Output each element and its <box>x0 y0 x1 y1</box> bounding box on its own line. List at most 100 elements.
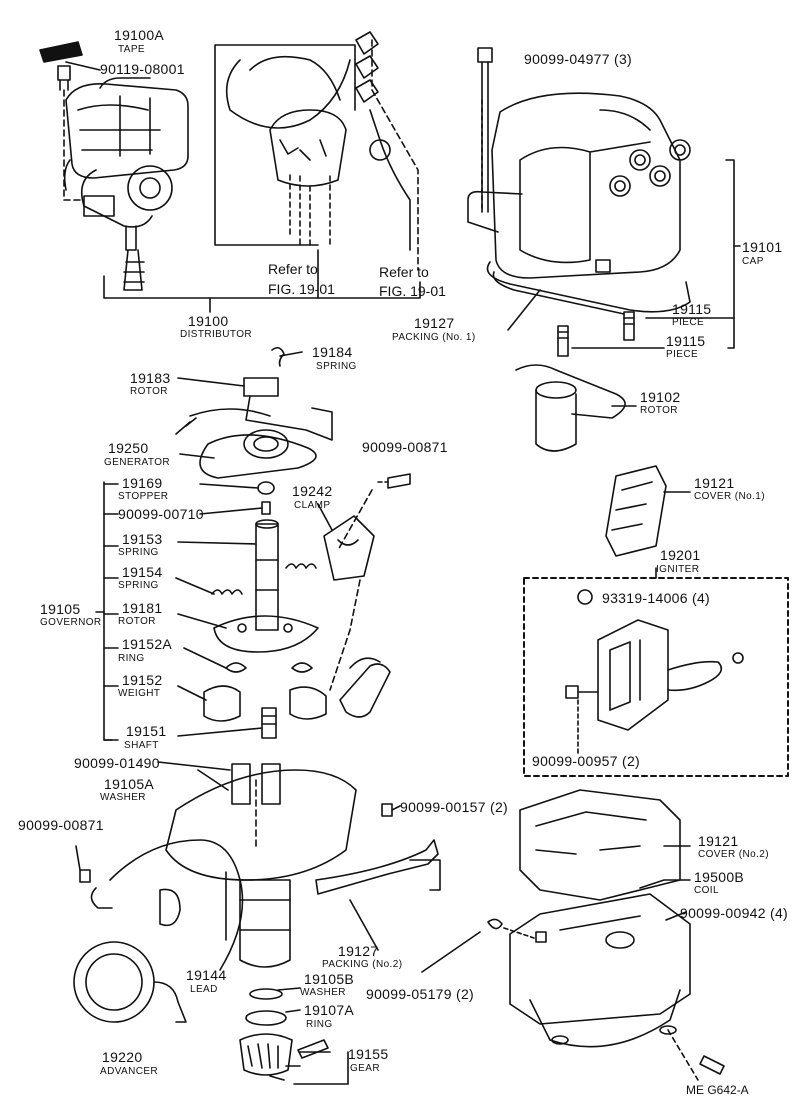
cover1-illustration <box>605 465 667 557</box>
lower-leaders <box>75 761 481 1085</box>
coil-illustration <box>487 893 725 1081</box>
part-19152a-name: RING <box>118 653 145 664</box>
wiring-reference-illustration <box>214 31 419 271</box>
packing1-leader <box>507 289 541 331</box>
part-19183-number: 19183 <box>130 370 171 386</box>
cap-bracket <box>725 159 735 349</box>
part-19115-name: PIECE <box>666 349 699 360</box>
part-19152-number: 19152 <box>122 672 163 688</box>
part-90099-00871: 90099-00871 <box>18 817 104 833</box>
part-19105b-name: WASHER <box>300 987 346 998</box>
bolt-phantom <box>63 89 85 201</box>
part-19155-number: 19155 <box>348 1046 389 1062</box>
part-90119-08001: 90119-08001 <box>100 61 185 77</box>
part-19100-number: 19100 <box>188 313 229 329</box>
part-19101-number: 19101 <box>742 239 783 255</box>
part-19105-name: GOVERNOR <box>40 617 102 628</box>
part-19184-name: SPRING <box>316 361 357 372</box>
part-19184-number: 19184 <box>312 344 353 360</box>
part-19151-name: SHAFT <box>124 740 159 751</box>
part-19121-name: COVER (No.1) <box>694 491 765 502</box>
part-19101-name: CAP <box>742 256 764 267</box>
rotor-upper-illustration <box>515 364 626 452</box>
part-19181-name: ROTOR <box>118 616 156 627</box>
part-number: 19100A <box>114 27 165 43</box>
part-19500b-number: 19500B <box>694 869 745 885</box>
part-90099-01490: 90099-01490 <box>74 755 160 771</box>
bolt-leader <box>65 61 101 71</box>
part-19105-number: 19105 <box>40 601 81 617</box>
governor-bracket <box>103 481 113 741</box>
part-19500b-name: COIL <box>694 885 719 896</box>
part-19169-number: 19169 <box>122 475 163 491</box>
part-19201-number: 19201 <box>660 547 701 563</box>
refer-line1: Refer to <box>379 264 429 280</box>
part-19181-number: 19181 <box>122 600 163 616</box>
part-19105a-number: 19105A <box>104 776 155 792</box>
part-19127-name: PACKING (No. 1) <box>392 332 476 343</box>
part-19201-name: IGNITER <box>656 564 700 575</box>
refer-line2: FIG. 19-01 <box>379 283 446 299</box>
part-90099-00157: 90099-00157 (2) <box>400 799 509 815</box>
part-19127-number: 19127 <box>338 943 379 959</box>
part-19152a-number: 19152A <box>122 636 173 652</box>
housing-illustration <box>73 763 441 1076</box>
part-19155-name: GEAR <box>350 1063 380 1074</box>
clamp-leader <box>317 503 333 531</box>
refer-line1: Refer to <box>268 261 318 277</box>
part-90099-00871: 90099-00871 <box>362 439 448 455</box>
part-90099-00957: 90099-00957 (2) <box>532 753 641 769</box>
igniter-illustration <box>565 589 744 757</box>
part-19144-name: LEAD <box>190 984 218 995</box>
part-19121-number: 19121 <box>698 833 739 849</box>
governor-leaders <box>103 351 303 741</box>
part-19127-number: 19127 <box>414 315 455 331</box>
part-19115-name: PIECE <box>672 317 705 328</box>
bolt-coil-leader <box>665 911 687 921</box>
part-name: TAPE <box>118 44 145 55</box>
part-19169-name: STOPPER <box>118 491 169 502</box>
part-90099-05179: 90099-05179 (2) <box>366 986 475 1002</box>
part-90099-00710: 90099-00710 <box>118 506 204 522</box>
part-19242-number: 19242 <box>292 483 333 499</box>
part-19154-number: 19154 <box>122 564 163 580</box>
part-19153-name: SPRING <box>118 547 159 558</box>
part-19152-name: WEIGHT <box>118 688 161 699</box>
refer-line2: FIG. 19-01 <box>268 281 335 297</box>
part-19100-name: DISTRIBUTOR <box>180 329 252 340</box>
part-19102-name: ROTOR <box>640 405 678 416</box>
part-19107a-number: 19107A <box>304 1002 355 1018</box>
part-19115-number: 19115 <box>672 301 712 317</box>
coil-leader <box>639 879 691 889</box>
part-19250-number: 19250 <box>108 440 149 456</box>
part-19121-number: 19121 <box>694 475 735 491</box>
part-19115-number: 19115 <box>666 333 706 349</box>
igniter-boundary <box>523 577 789 777</box>
part-19183-name: ROTOR <box>130 386 168 397</box>
part-19127-name: PACKING (No.2) <box>322 959 403 970</box>
distributor-bracket-line <box>103 275 421 299</box>
part-90099-00942: 90099-00942 (4) <box>680 905 789 921</box>
part-19105a-name: WASHER <box>100 792 146 803</box>
distributor-illustration <box>39 41 189 291</box>
part-19121-name: COVER (No.2) <box>698 849 769 860</box>
cap-illustration <box>467 47 691 315</box>
part-19151-number: 19151 <box>126 723 167 739</box>
part-19250-name: GENERATOR <box>104 457 171 468</box>
part-19220-name: ADVANCER <box>100 1066 159 1077</box>
part-19107a-name: RING <box>306 1019 333 1030</box>
diagram-id-label: ME G642-A <box>686 1083 749 1097</box>
part-19153-number: 19153 <box>122 531 163 547</box>
part-19105b-number: 19105B <box>304 971 355 987</box>
part-19242-name: CLAMP <box>294 500 331 511</box>
piece-illustrations <box>557 311 635 357</box>
part-19154-name: SPRING <box>118 580 159 591</box>
clamp-illustration <box>323 473 411 718</box>
part-19102-number: 19102 <box>640 389 681 405</box>
part-19220-number: 19220 <box>102 1049 143 1065</box>
part-90099-04977: 90099-04977 (3) <box>524 51 633 67</box>
part-19144-number: 19144 <box>186 967 227 983</box>
governor-stack-illustration <box>175 346 333 739</box>
